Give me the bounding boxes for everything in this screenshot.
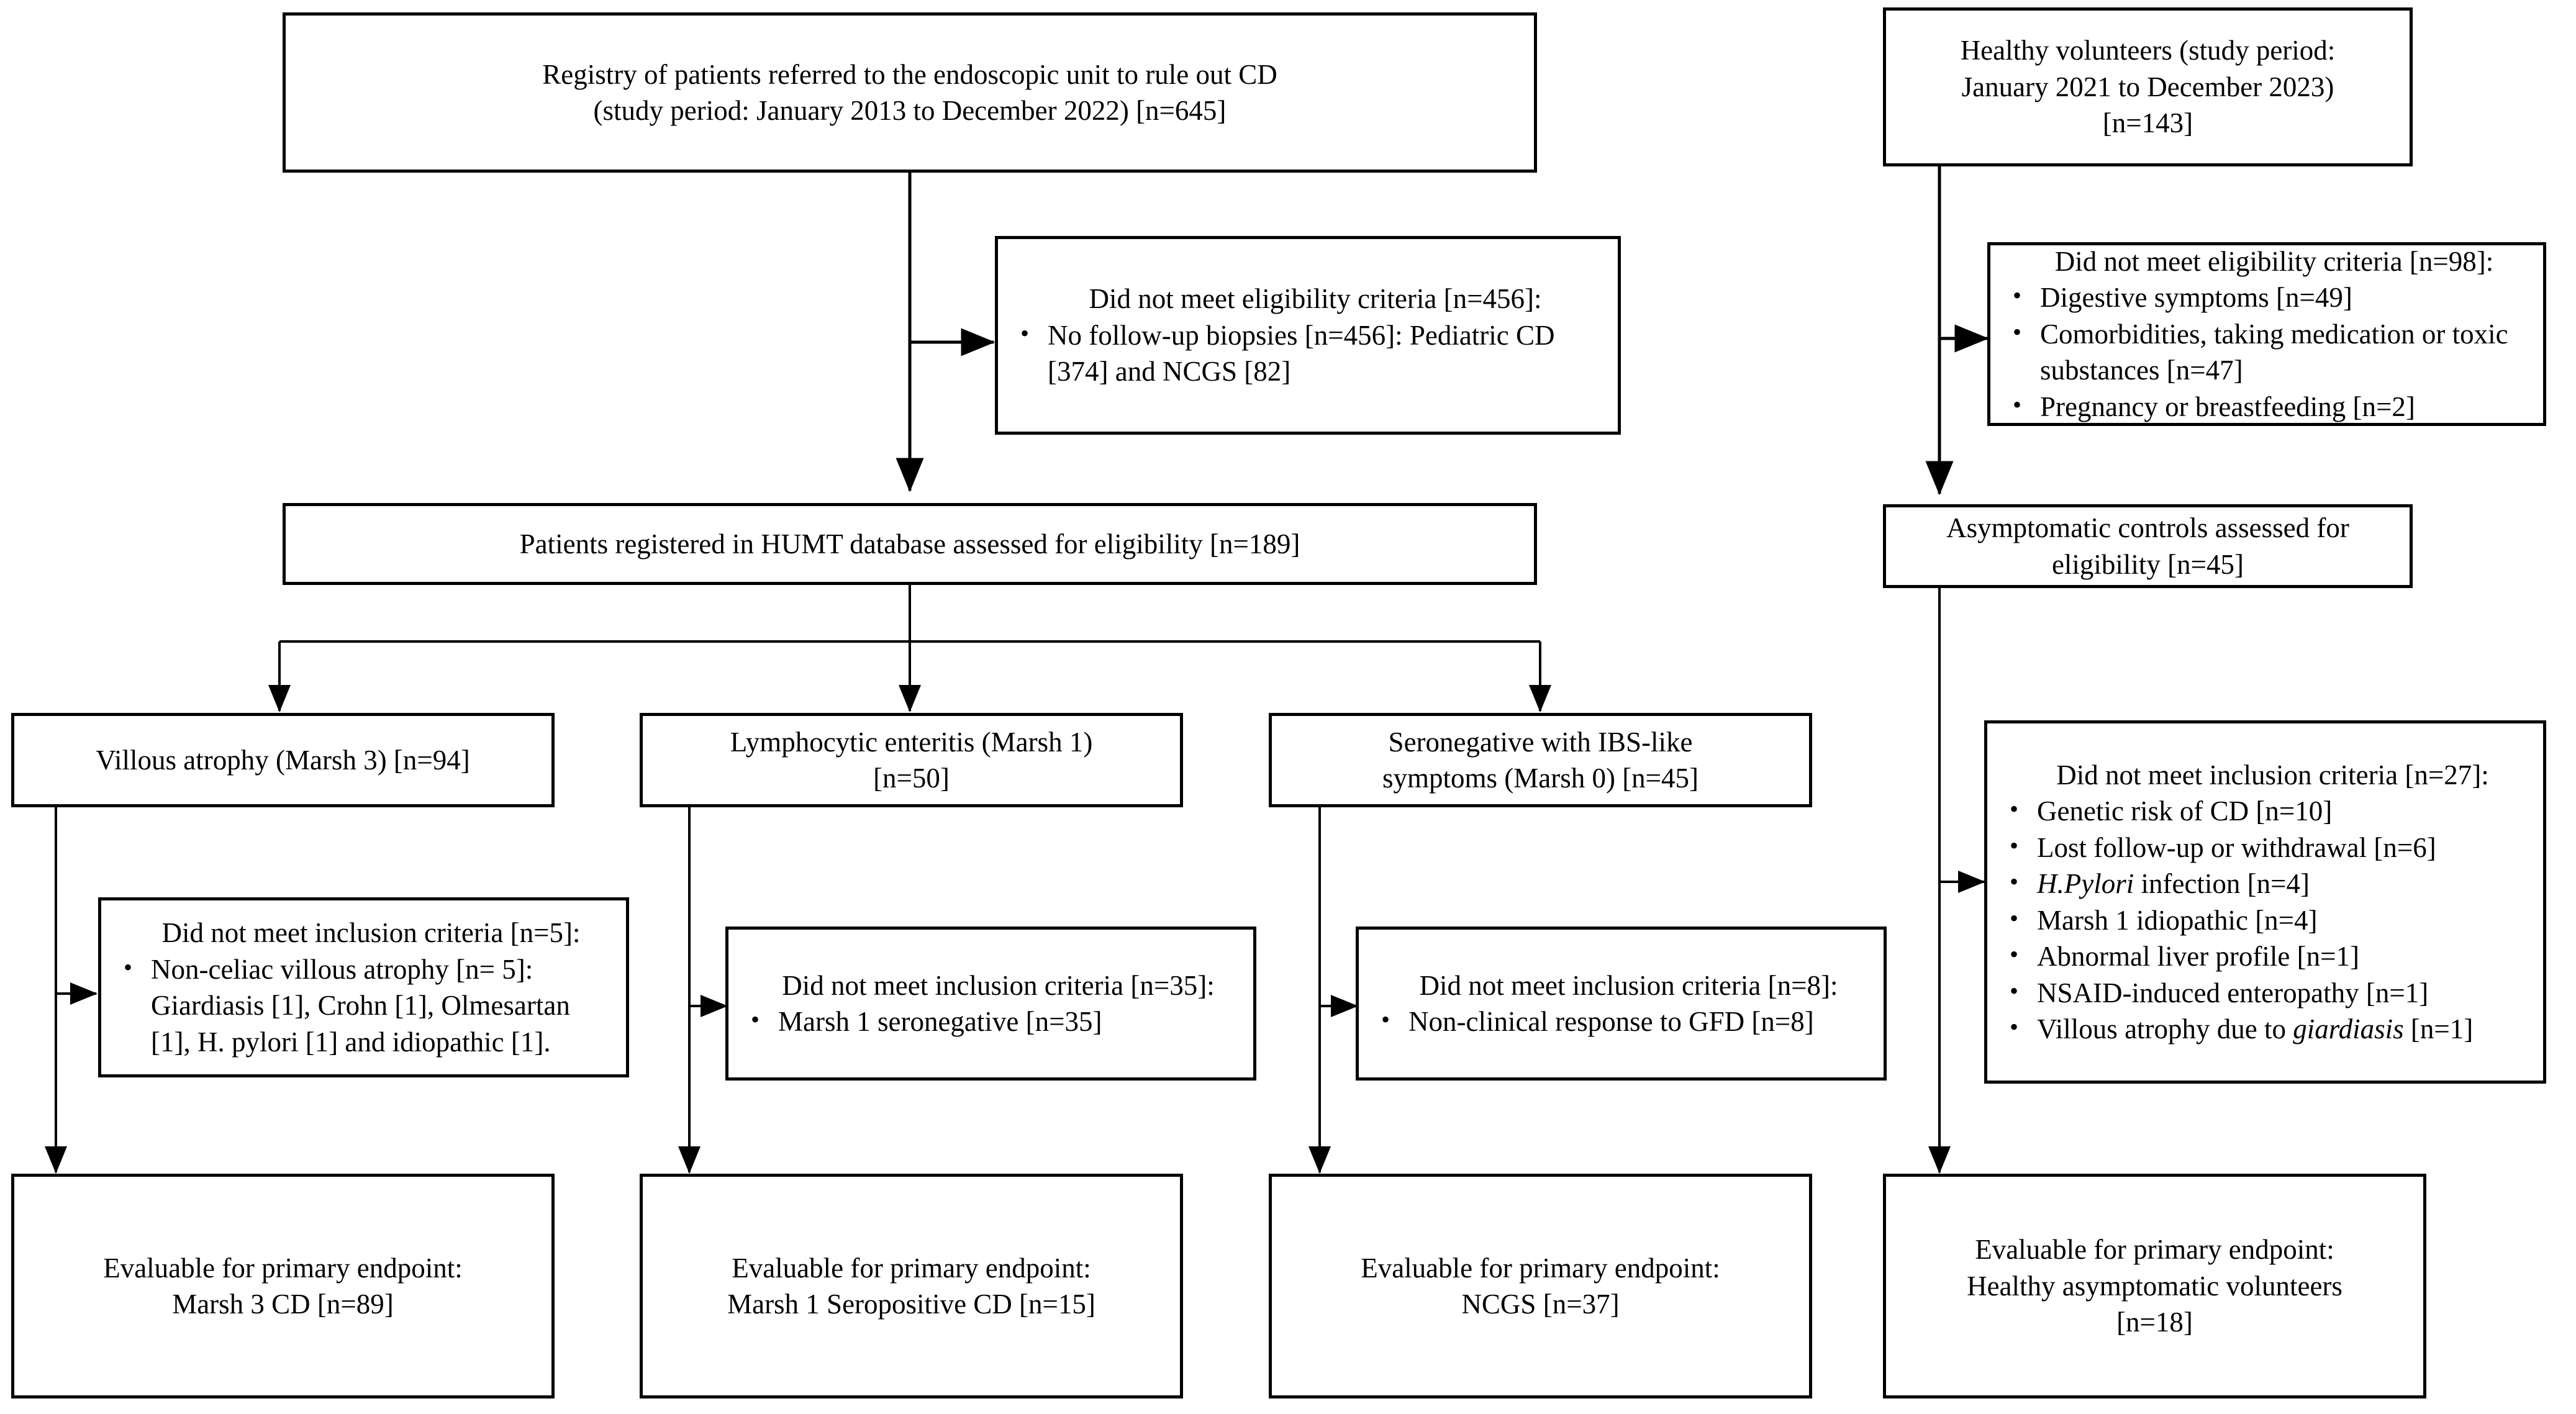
list-item: Marsh 1 seronegative [n=35]	[740, 1004, 1242, 1040]
node-endpoint-ncgs[interactable]: Evaluable for primary endpoint: NCGS [n=…	[1269, 1174, 1812, 1398]
node-excluded-inclusion-controls[interactable]: Did not meet inclusion criteria [n=27]: …	[1984, 720, 2546, 1084]
node-asymptomatic-controls-label: Asymptomatic controls assessed for eligi…	[1946, 512, 2349, 580]
node-endpoint-ncgs-label: Evaluable for primary endpoint: NCGS [n=…	[1361, 1252, 1720, 1320]
excluded-inclusion-lymphocytic-title: Did not meet inclusion criteria [n=35]:	[782, 969, 1215, 1001]
list-item: Non-celiac villous atrophy [n= 5]: Giard…	[112, 951, 615, 1061]
node-registry[interactable]: Registry of patients referred to the end…	[283, 12, 1537, 173]
list-item: Genetic risk of CD [n=10]	[1998, 793, 2532, 830]
node-excluded-inclusion-seronegative[interactable]: Did not meet inclusion criteria [n=8]: N…	[1356, 927, 1887, 1081]
list-item: Marsh 1 idiopathic [n=4]	[1998, 902, 2532, 939]
excluded-inclusion-controls-title: Did not meet inclusion criteria [n=27]:	[2056, 759, 2489, 791]
node-excluded-inclusion-lymphocytic[interactable]: Did not meet inclusion criteria [n=35]: …	[725, 927, 1256, 1081]
node-seronegative-ibs[interactable]: Seronegative with IBS-like symptoms (Mar…	[1269, 713, 1812, 807]
list-item: Pregnancy or breastfeeding [n=2]	[2002, 389, 2532, 425]
node-lymphocytic-enteritis-label: Lymphocytic enteritis (Marsh 1) [n=50]	[730, 726, 1093, 794]
excluded-eligibility-patients-list: No follow-up biopsies [n=456]: Pediatric…	[1009, 317, 1607, 390]
node-registry-label: Registry of patients referred to the end…	[542, 58, 1277, 127]
node-villous-atrophy-label: Villous atrophy (Marsh 3) [n=94]	[96, 744, 470, 776]
node-lymphocytic-enteritis[interactable]: Lymphocytic enteritis (Marsh 1) [n=50]	[640, 713, 1183, 807]
edge-seronegative-branch	[1308, 807, 1358, 1174]
excluded-eligibility-patients-title: Did not meet eligibility criteria [n=456…	[1089, 283, 1542, 315]
edge-villous-branch	[45, 807, 98, 1174]
node-seronegative-ibs-label: Seronegative with IBS-like symptoms (Mar…	[1382, 726, 1699, 794]
excluded-inclusion-controls-list: Genetic risk of CD [n=10]Lost follow-up …	[1998, 793, 2532, 1048]
node-excluded-eligibility-patients[interactable]: Did not meet eligibility criteria [n=456…	[995, 236, 1621, 435]
node-endpoint-marsh3[interactable]: Evaluable for primary endpoint: Marsh 3 …	[11, 1174, 555, 1398]
node-humt-database[interactable]: Patients registered in HUMT database ass…	[283, 503, 1537, 585]
edge-controls-branch	[1928, 588, 1985, 1174]
node-endpoint-healthy[interactable]: Evaluable for primary endpoint: Healthy …	[1883, 1174, 2426, 1398]
node-excluded-inclusion-villous[interactable]: Did not meet inclusion criteria [n=5]: N…	[98, 897, 629, 1077]
node-endpoint-healthy-label: Evaluable for primary endpoint: Healthy …	[1967, 1234, 2342, 1338]
excluded-inclusion-seronegative-list: Non-clinical response to GFD [n=8]	[1370, 1004, 1872, 1040]
node-humt-database-label: Patients registered in HUMT database ass…	[519, 528, 1300, 560]
list-item: Abnormal liver profile [n=1]	[1998, 938, 2532, 975]
edge-humt-split	[268, 585, 1551, 712]
excluded-eligibility-controls-list: Digestive symptoms [n=49]Comorbidities, …	[2002, 279, 2532, 425]
list-item: No follow-up biopsies [n=456]: Pediatric…	[1009, 317, 1607, 390]
excluded-inclusion-villous-list: Non-celiac villous atrophy [n= 5]: Giard…	[112, 951, 615, 1061]
list-item: Villous atrophy due to giardiasis [n=1]	[1998, 1011, 2532, 1048]
list-item: Digestive symptoms [n=49]	[2002, 279, 2532, 316]
list-item: Non-clinical response to GFD [n=8]	[1370, 1004, 1872, 1040]
edge-lymphocytic-branch	[678, 807, 728, 1174]
node-endpoint-marsh1-label: Evaluable for primary endpoint: Marsh 1 …	[727, 1252, 1095, 1320]
node-healthy-volunteers[interactable]: Healthy volunteers (study period: Januar…	[1883, 7, 2413, 166]
excluded-inclusion-seronegative-title: Did not meet inclusion criteria [n=8]:	[1419, 969, 1838, 1001]
node-endpoint-marsh1[interactable]: Evaluable for primary endpoint: Marsh 1 …	[640, 1174, 1183, 1398]
list-item: Lost follow-up or withdrawal [n=6]	[1998, 830, 2532, 866]
node-asymptomatic-controls[interactable]: Asymptomatic controls assessed for eligi…	[1883, 504, 2413, 588]
node-healthy-volunteers-label: Healthy volunteers (study period: Januar…	[1960, 35, 2336, 139]
list-item: NSAID-induced enteropathy [n=1]	[1998, 975, 2532, 1012]
node-endpoint-marsh3-label: Evaluable for primary endpoint: Marsh 3 …	[103, 1252, 463, 1320]
node-villous-atrophy[interactable]: Villous atrophy (Marsh 3) [n=94]	[11, 713, 555, 807]
excluded-inclusion-lymphocytic-list: Marsh 1 seronegative [n=35]	[740, 1004, 1242, 1040]
node-excluded-eligibility-controls[interactable]: Did not meet eligibility criteria [n=98]…	[1987, 242, 2546, 426]
excluded-inclusion-villous-title: Did not meet inclusion criteria [n=5]:	[161, 917, 581, 948]
list-item: H.Pylori infection [n=4]	[1998, 866, 2532, 902]
excluded-eligibility-controls-title: Did not meet eligibility criteria [n=98]…	[2054, 245, 2494, 277]
list-item: Comorbidities, taking medication or toxi…	[2002, 316, 2532, 389]
